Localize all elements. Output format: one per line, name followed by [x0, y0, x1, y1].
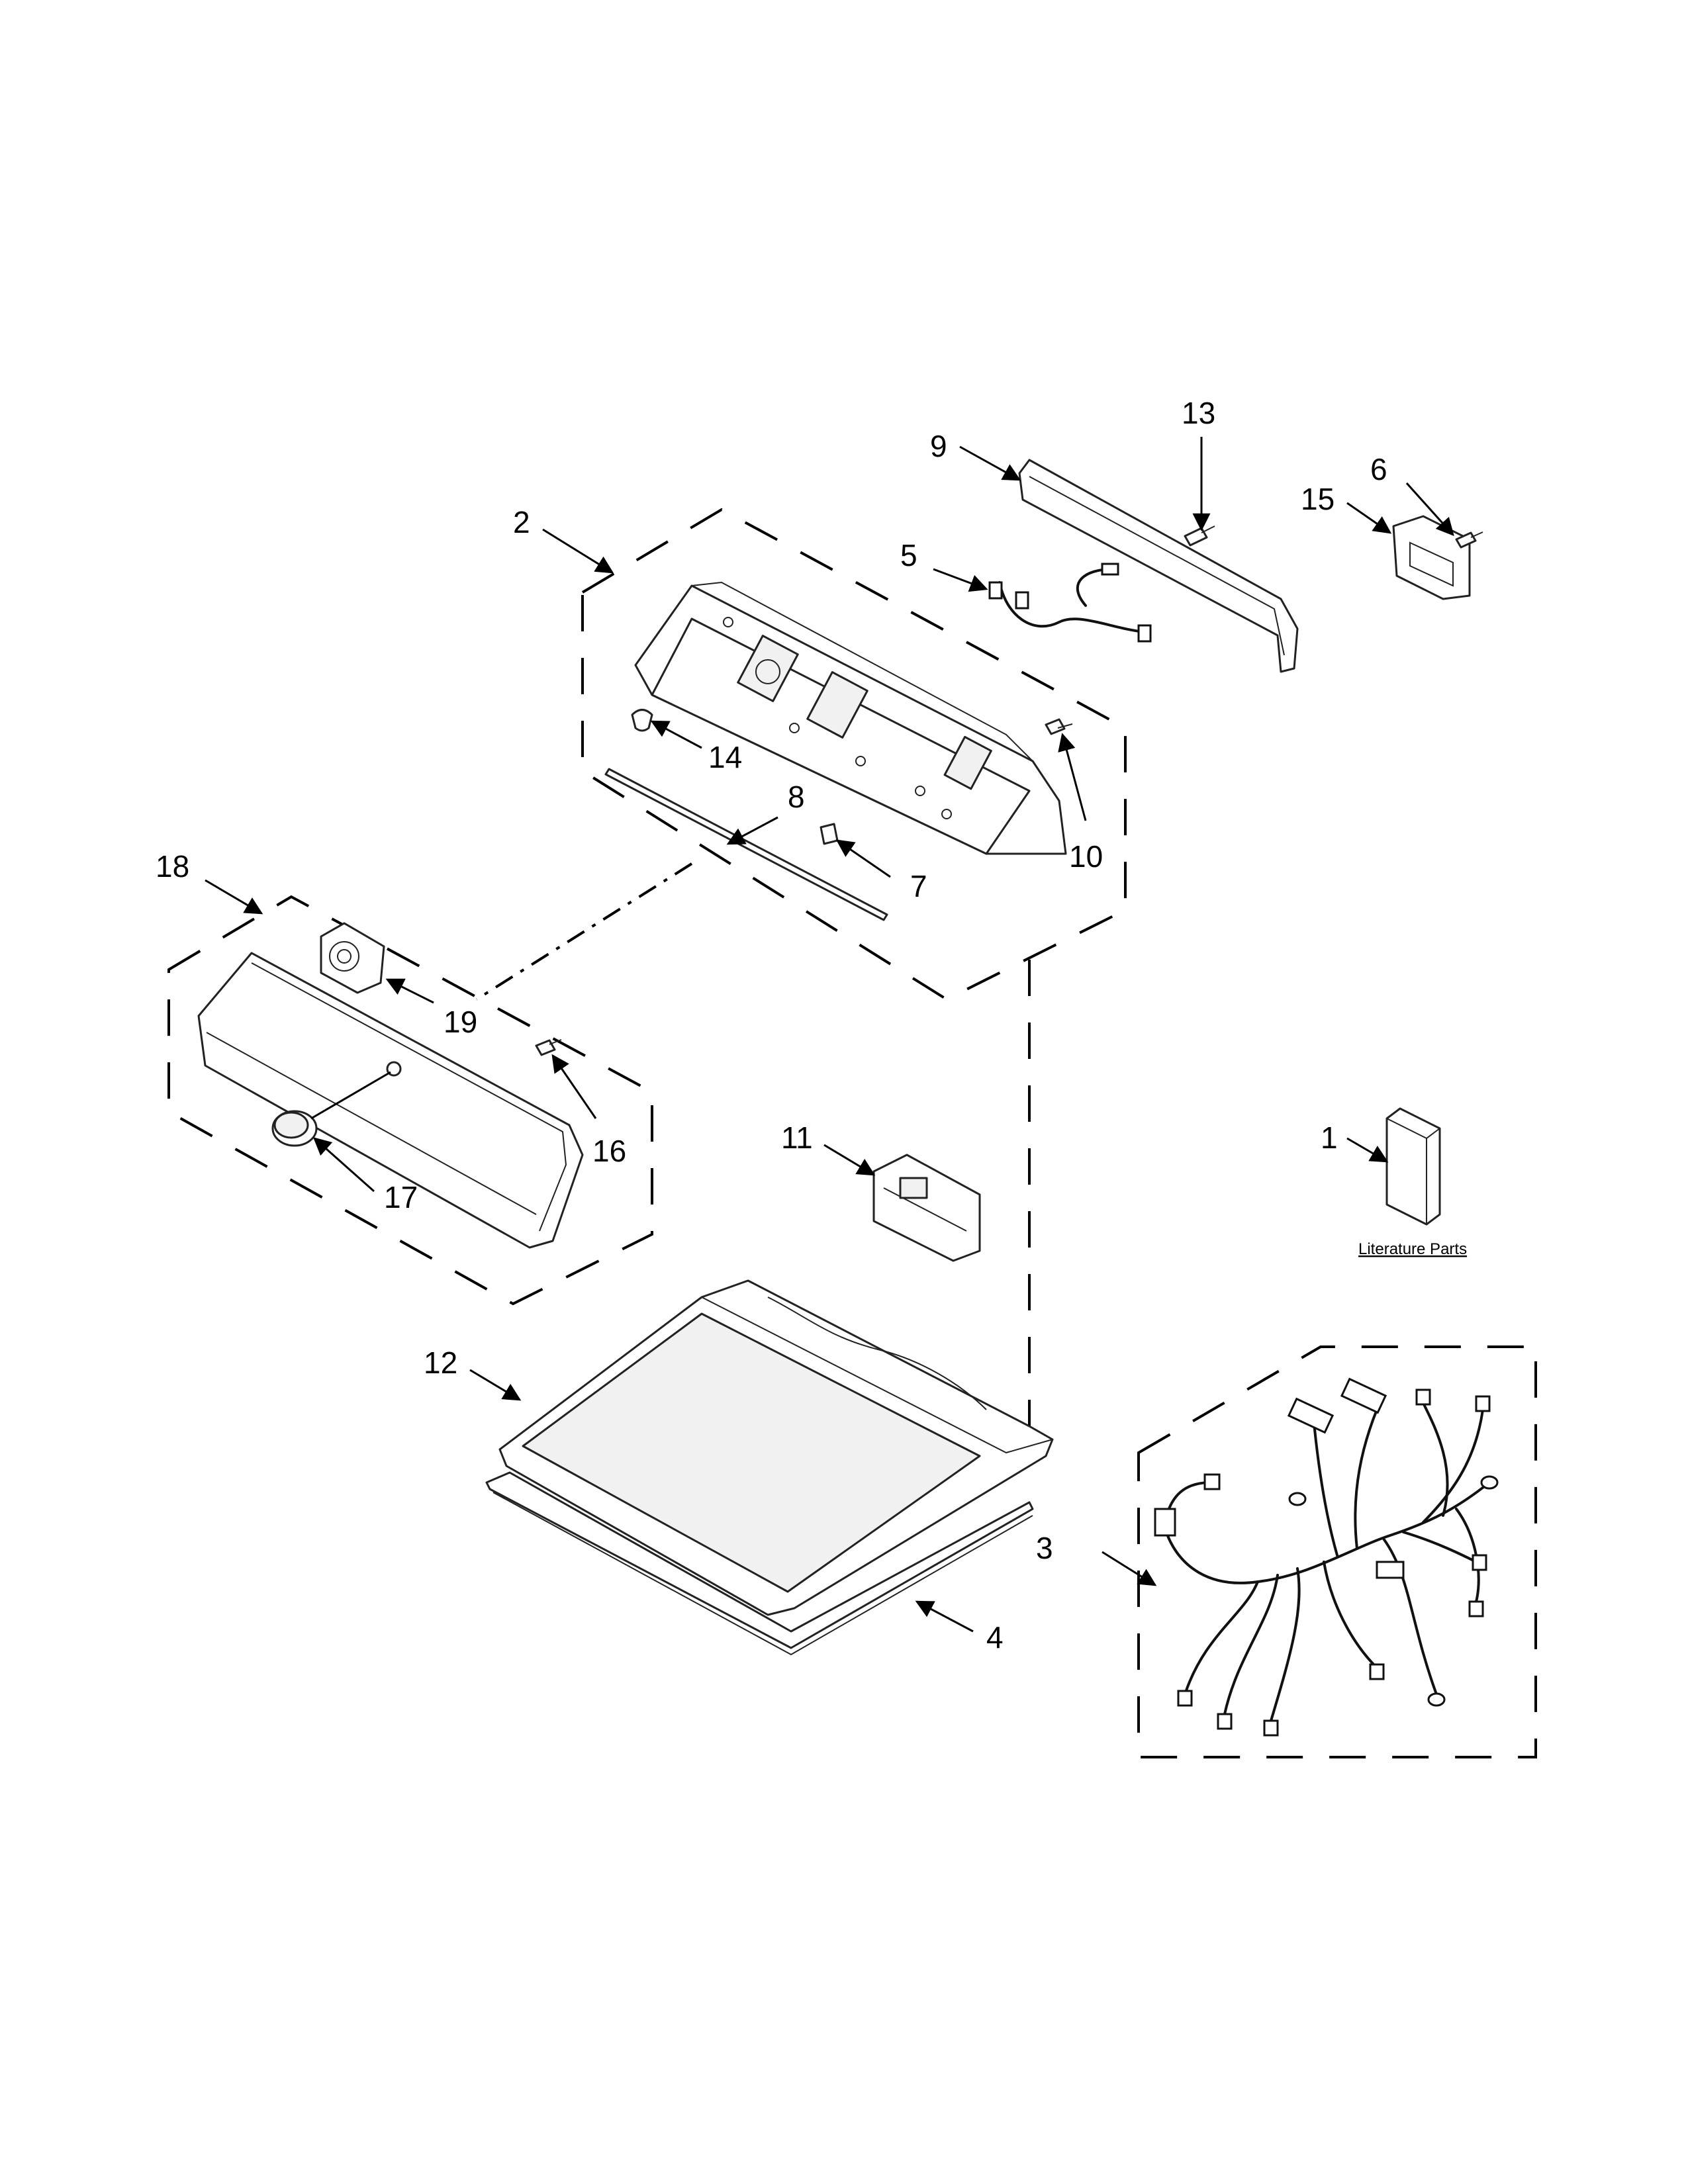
- fan-module-part-19: [320, 922, 385, 994]
- callout-18: 18: [156, 849, 189, 884]
- console-housing-part: [634, 581, 1067, 855]
- wire-harness-part-3: [1154, 1377, 1499, 1737]
- callout-5: 5: [900, 538, 917, 572]
- callout-6: 6: [1370, 452, 1387, 486]
- callout-11: 11: [781, 1120, 813, 1155]
- literature-parts-label: Literature Parts: [1358, 1240, 1467, 1258]
- leader-lines: [205, 437, 1454, 1633]
- callout-2: 2: [513, 505, 530, 539]
- bracket-part-7: [820, 823, 839, 845]
- top-lid-part-12: [498, 1279, 1054, 1616]
- callout-15: 15: [1301, 482, 1335, 516]
- clip-part-14: [631, 709, 653, 732]
- group-connector-line: [475, 862, 693, 1001]
- screw-part-6: [1455, 531, 1483, 549]
- callout-4: 4: [986, 1620, 1004, 1655]
- callout-9: 9: [930, 429, 947, 463]
- callout-12: 12: [424, 1345, 457, 1380]
- screw-part-13: [1184, 525, 1215, 547]
- control-panel-group-boundary: [167, 895, 653, 1306]
- callout-7: 7: [910, 869, 927, 903]
- sheet-part-4: [485, 1471, 1034, 1656]
- callout-14: 14: [708, 740, 742, 774]
- callout-8: 8: [788, 780, 805, 814]
- control-board-part-11: [872, 1154, 981, 1262]
- callout-10: 10: [1069, 839, 1103, 874]
- callout-13: 13: [1182, 396, 1215, 430]
- screw-part-16: [535, 1039, 562, 1056]
- trim-part-9: [1018, 459, 1299, 673]
- callout-19: 19: [444, 1005, 477, 1039]
- screw-part-10: [1045, 718, 1073, 735]
- callout-1: 1: [1321, 1120, 1338, 1155]
- console-group-boundary: [581, 508, 1127, 1001]
- wire-harness-group-boundary: [1137, 1345, 1537, 1758]
- callout-17: 17: [384, 1180, 418, 1214]
- harness-part-5: [988, 563, 1152, 643]
- callout-3: 3: [1036, 1531, 1053, 1565]
- literature-booklet-part-1: [1385, 1107, 1441, 1226]
- bracket-part-15: [1392, 515, 1471, 600]
- callout-labels: 2 9 13 6 15 5 14 8 7 10 18 19 16 17 11 1…: [156, 396, 1467, 1655]
- callout-16: 16: [592, 1134, 626, 1168]
- control-panel-part-18: [197, 952, 584, 1249]
- knob-part-17: [271, 1061, 402, 1147]
